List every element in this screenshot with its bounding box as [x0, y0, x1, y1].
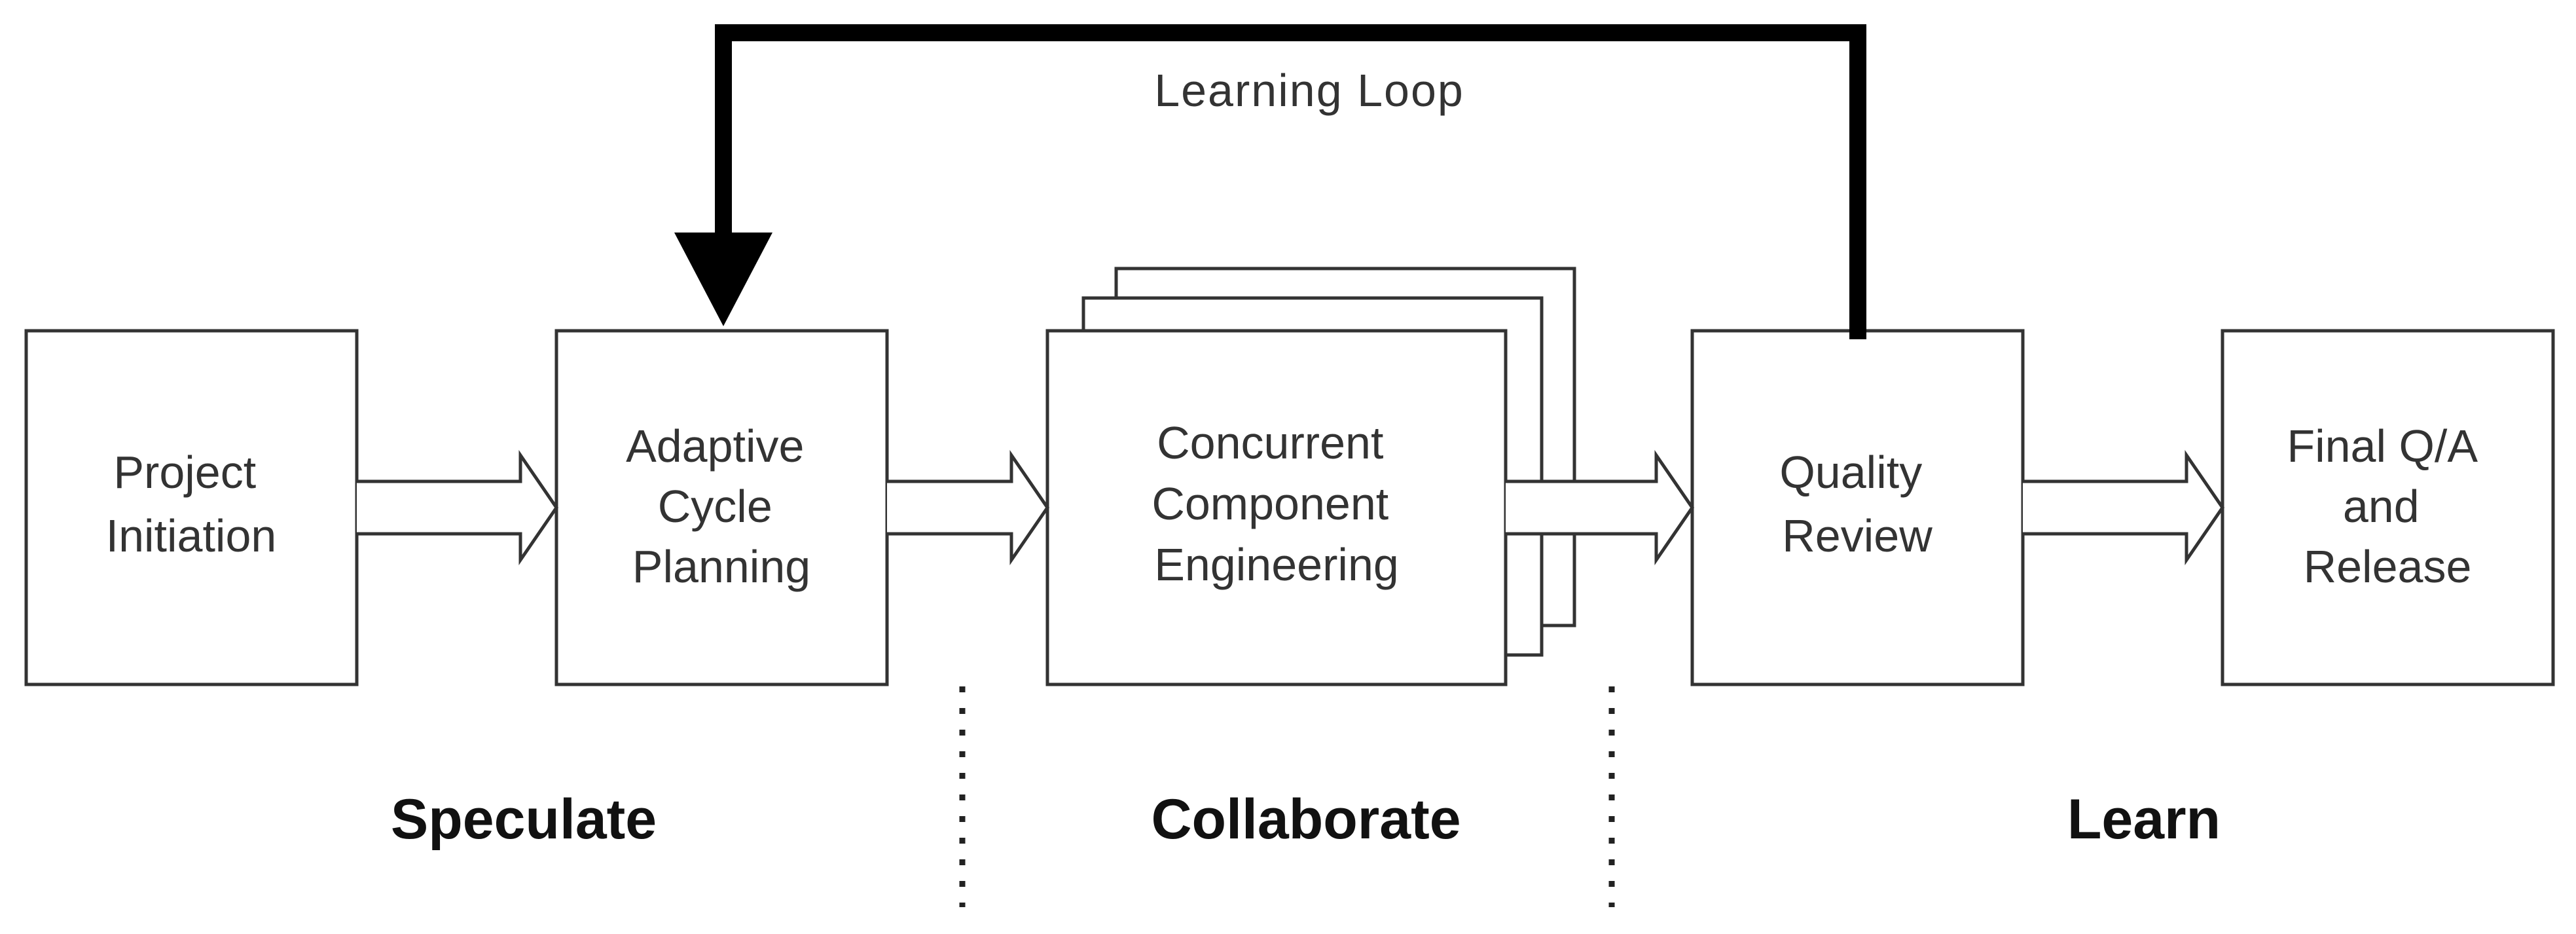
final-qa-release-label: Final Q/A and Release: [2287, 420, 2488, 592]
adaptive-cycle-planning-label: Adaptive Cycle Planning: [626, 420, 817, 592]
arrow-planning-to-engineering: [887, 449, 1050, 566]
final-qa-release-line: Final Q/A: [2287, 420, 2478, 472]
quality-review-line: Quality: [1779, 447, 1922, 498]
concurrent-component-engineering-label: Concurrent Component Engineering: [1152, 417, 1401, 590]
learning-loop: Learning Loop: [674, 24, 1866, 339]
adaptive-cycle-planning-line: Adaptive: [626, 420, 804, 472]
adaptive-cycle-planning-line: Cycle: [658, 481, 772, 532]
project-initiation-box: [24, 329, 359, 686]
project-initiation-line: Initiation: [106, 510, 277, 561]
concurrent-component-engineering-line: Component: [1152, 478, 1388, 529]
concurrent-component-engineering-line: Engineering: [1154, 539, 1399, 590]
concurrent-component-engineering-box: [1045, 329, 1508, 686]
final-qa-release-box: [2221, 329, 2555, 686]
learning-loop-arrowhead: [674, 233, 772, 326]
phase-labels: Speculate Collaborate Learn: [391, 788, 2221, 851]
project-initiation-line: Project: [113, 447, 256, 498]
phase-speculate-label: Speculate: [391, 788, 657, 851]
final-qa-release-line: Release: [2304, 541, 2472, 592]
phase-learn-label: Learn: [2067, 788, 2221, 851]
box-labels: Project Initiation Adaptive Cycle Planni…: [106, 417, 2488, 592]
concurrent-component-engineering-line: Concurrent: [1157, 417, 1383, 468]
project-initiation-label: Project Initiation: [106, 447, 277, 561]
learning-loop-label: Learning Loop: [1154, 65, 1464, 116]
quality-review-box: [1690, 329, 2025, 686]
phase-collaborate-label: Collaborate: [1151, 788, 1460, 851]
quality-review-line: Review: [1782, 510, 1932, 561]
arrow-review-to-release: [2023, 449, 2225, 566]
flow-arrows: [357, 449, 2225, 566]
learning-loop-line: [715, 24, 1866, 339]
arrow-engineering-to-review: [1506, 449, 1695, 566]
phase-separators: [959, 686, 1615, 907]
process-boxes: [24, 329, 2555, 686]
adaptive-cycle-planning-line: Planning: [632, 541, 810, 592]
arrow-initiation-to-planning: [357, 449, 559, 566]
final-qa-release-line: and: [2343, 481, 2420, 532]
adaptive-cycle-planning-box: [554, 329, 889, 686]
quality-review-label: Quality Review: [1779, 447, 1934, 561]
